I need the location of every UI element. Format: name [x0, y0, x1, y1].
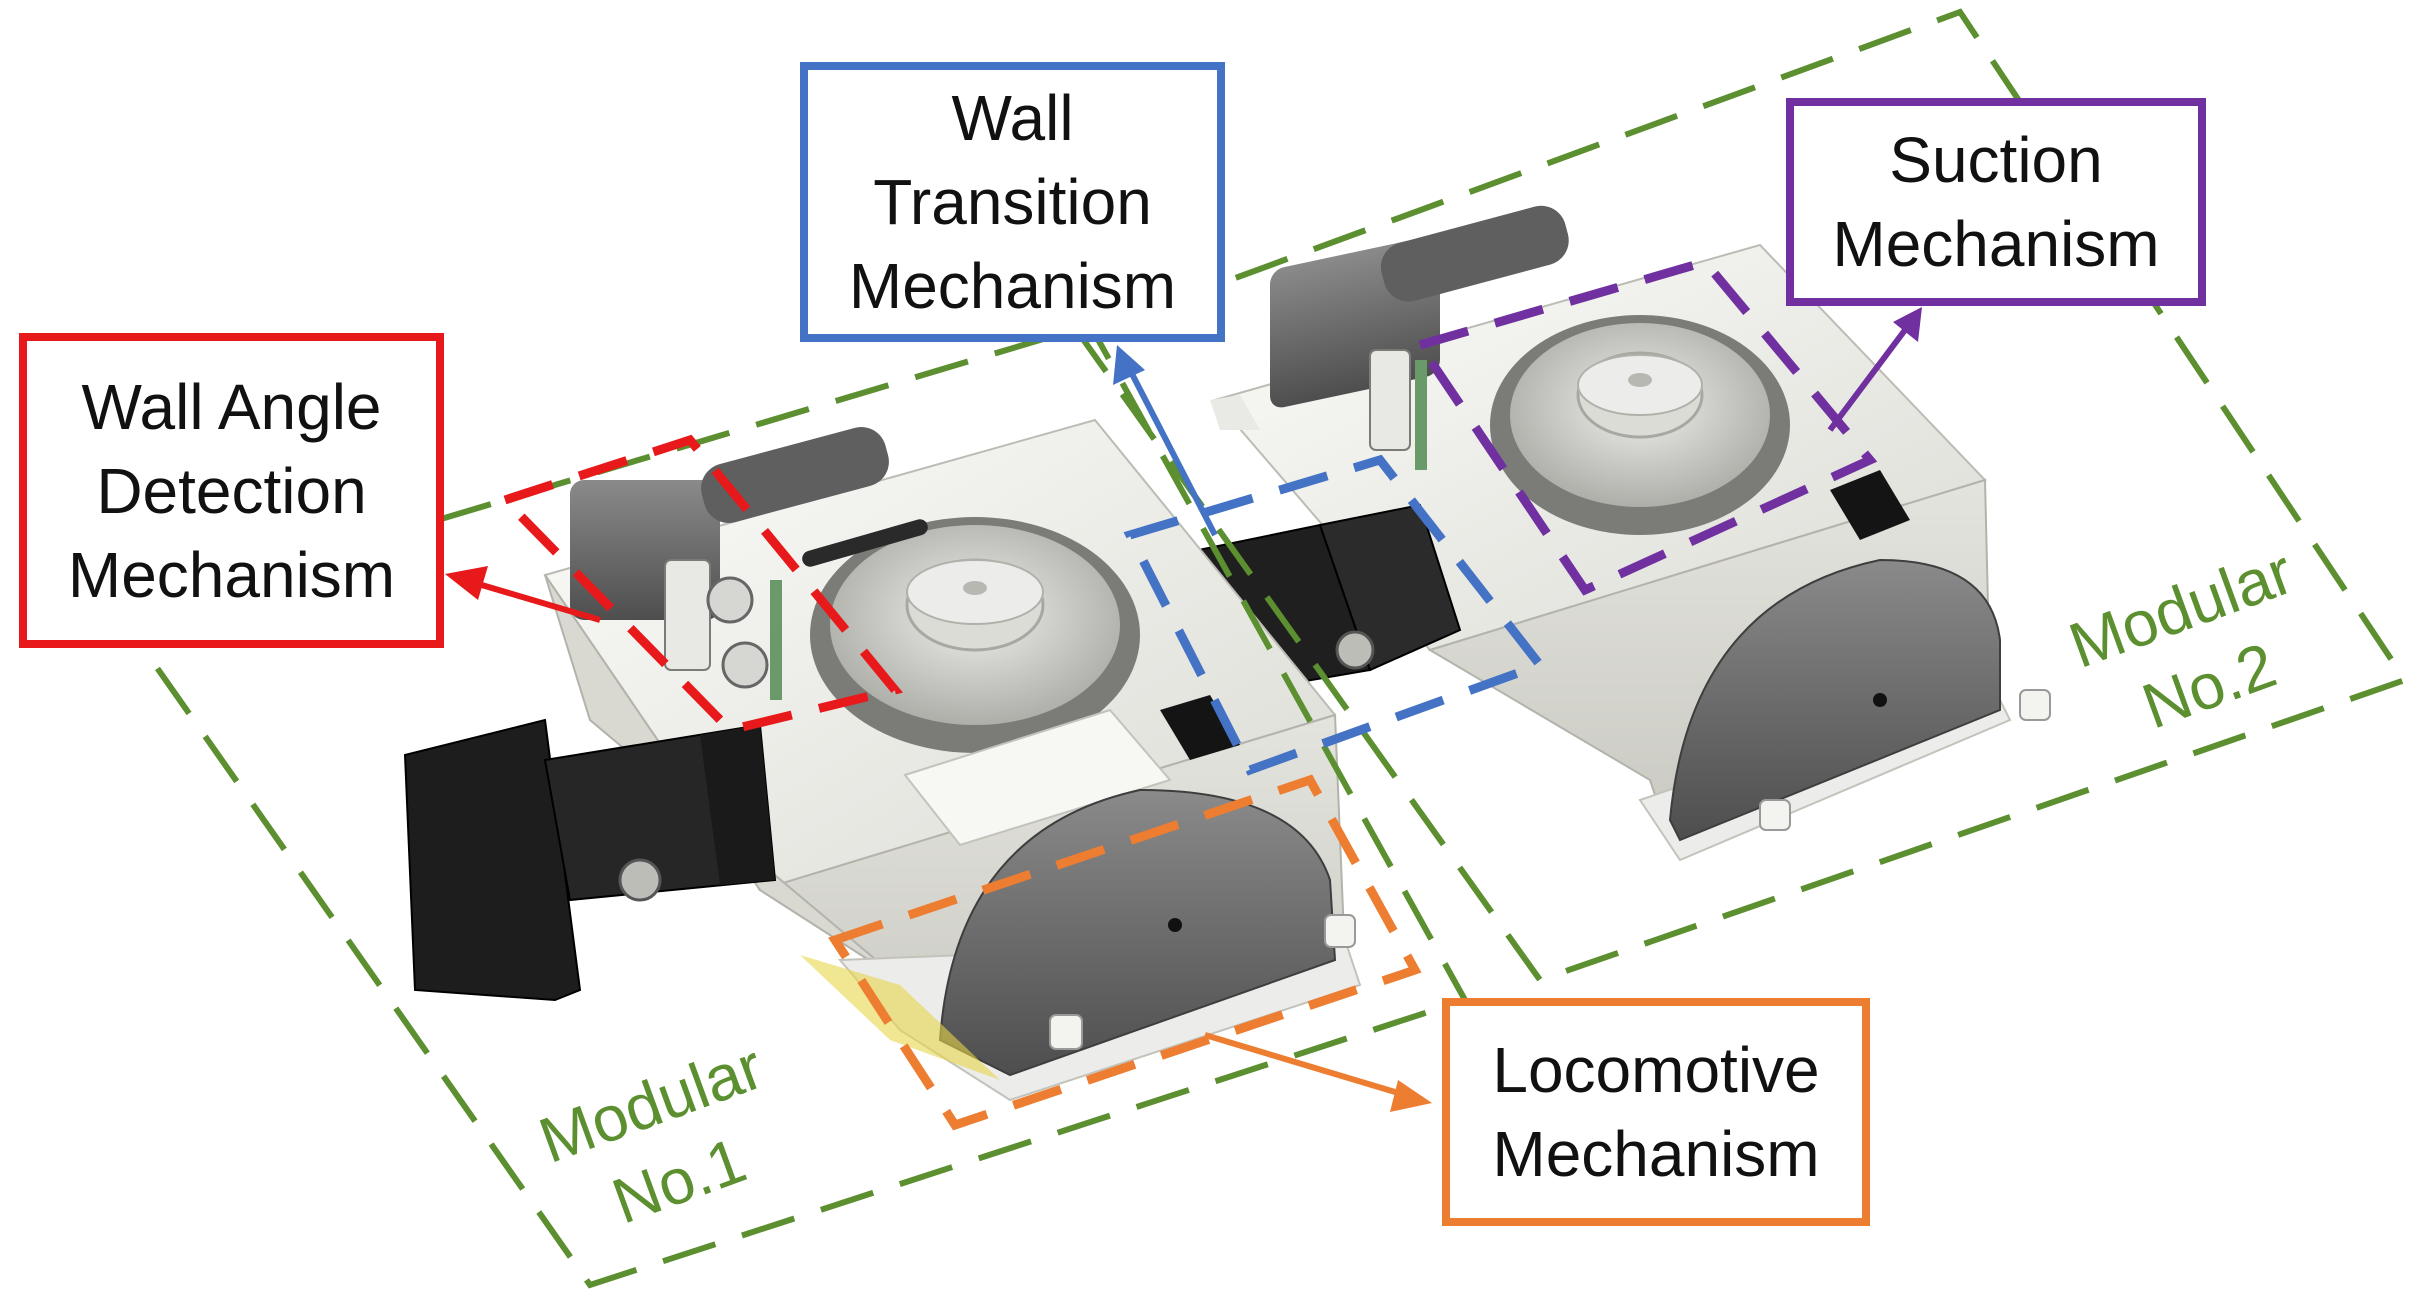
wall-angle-region [496, 434, 904, 735]
fan-icon [1490, 315, 1790, 535]
wall-angle-arrow [445, 566, 601, 623]
locomotive-arrow [1204, 1032, 1432, 1112]
module-1-pad [800, 955, 1000, 1080]
module-2-pcb [1415, 360, 1427, 470]
module-2-motor-cap [1380, 205, 1569, 302]
module-1-vent [1160, 695, 1240, 760]
wall-angle-label-box: Wall Angle Detection Mechanism [19, 333, 444, 648]
wall-transition-label-box: Wall Transition Mechanism [800, 62, 1225, 342]
locomotive-label-box: Locomotive Mechanism [1442, 998, 1870, 1226]
wheel-housing-icon [1668, 558, 2001, 842]
wall-transition-label-text: Wall Transition Mechanism [848, 82, 1177, 322]
ultrasonic-sensor-icon [1369, 349, 1411, 451]
wheel-housing-icon [938, 788, 1337, 1077]
front-arm [403, 718, 777, 1002]
suction-region [1412, 256, 1878, 596]
module-2-foot [1210, 395, 1260, 430]
locomotive-label-text: Locomotive Mechanism [1492, 1034, 1820, 1190]
module-2-boundary [1075, 8, 2410, 984]
wall-angle-label-text: Wall Angle Detection Mechanism [67, 370, 396, 611]
module-1-motor-cap [701, 427, 889, 523]
wall-transition-region [1123, 454, 1548, 776]
module-1-cover [903, 708, 1172, 847]
suction-arrow [1827, 307, 1922, 432]
fan-icon [810, 517, 1140, 753]
suction-label-box: Suction Mechanism [1786, 98, 2206, 306]
locomotive-region [828, 774, 1422, 1131]
suction-label-text: Suction Mechanism [1832, 124, 2160, 280]
ultrasonic-sensor-icon [664, 559, 782, 700]
module-1-slot [802, 519, 928, 567]
module-2-vent [1830, 470, 1910, 540]
wall-transition-arrow [1113, 345, 1218, 537]
